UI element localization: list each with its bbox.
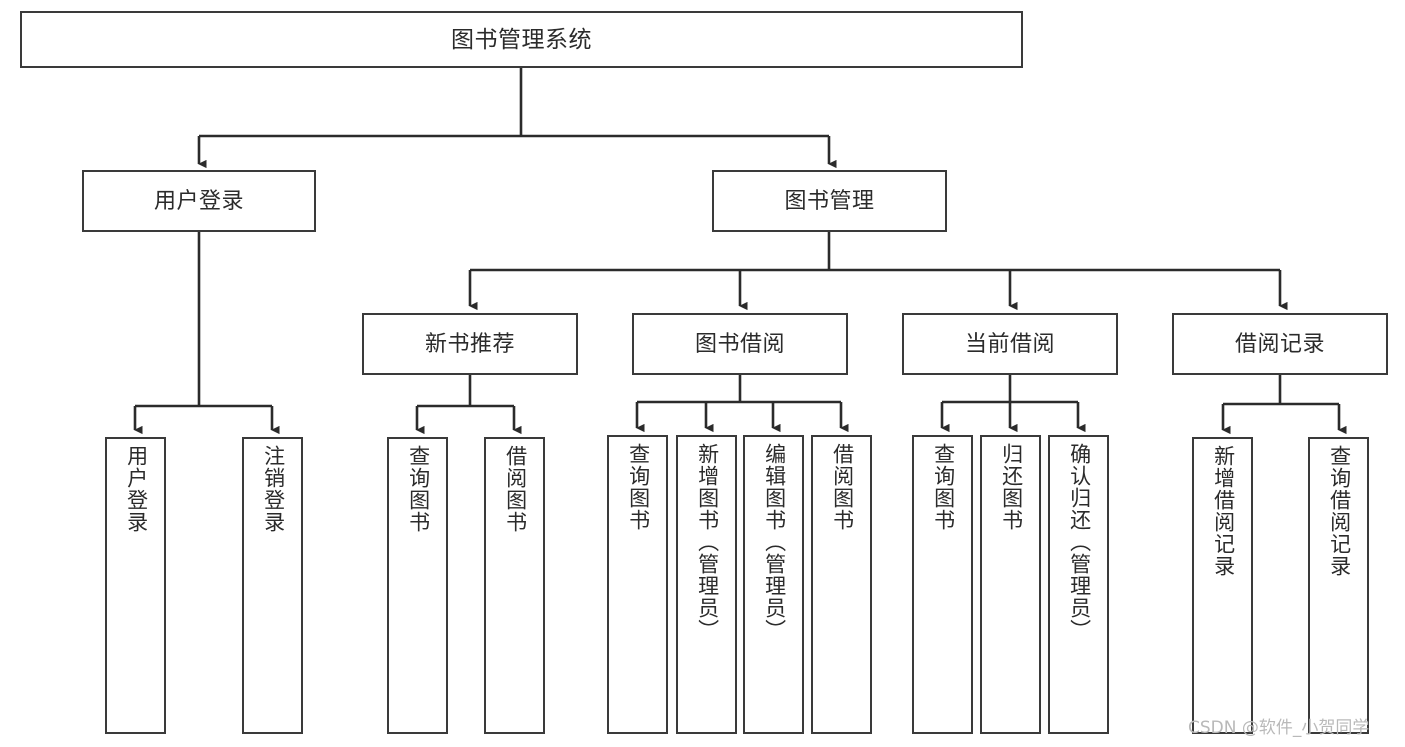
node-label: 用户登录 (153, 187, 244, 213)
node-leaf-edit-book[interactable]: 编辑图书（管理员） (743, 435, 804, 734)
node-leaf-confirm-return[interactable]: 确认归还（管理员） (1048, 435, 1109, 734)
node-root-system[interactable]: 图书管理系统 (20, 11, 1023, 68)
node-label: 新增借阅记录 (1211, 445, 1235, 577)
node-leaf-query-book-2[interactable]: 查询图书 (607, 435, 668, 734)
csdn-watermark: CSDN @软件_小贺同学 (1188, 718, 1370, 738)
node-label: 借阅图书 (503, 445, 527, 533)
node-label: 查询图书 (406, 445, 430, 533)
node-leaf-query-book-1[interactable]: 查询图书 (387, 437, 448, 734)
node-label: 借阅记录 (1234, 330, 1325, 356)
node-label: 新书推荐 (424, 330, 515, 356)
node-leaf-logout[interactable]: 注销登录 (242, 437, 303, 734)
node-leaf-user-login[interactable]: 用户登录 (105, 437, 166, 734)
node-label: 图书借阅 (694, 330, 785, 356)
node-leaf-borrow-book-1[interactable]: 借阅图书 (484, 437, 545, 734)
node-label: 编辑图书（管理员） (762, 443, 786, 641)
node-label: 归还图书 (999, 443, 1023, 531)
node-current-borrow[interactable]: 当前借阅 (902, 313, 1118, 375)
node-label: 借阅图书 (830, 443, 854, 531)
node-user-login[interactable]: 用户登录 (82, 170, 316, 232)
node-book-borrow[interactable]: 图书借阅 (632, 313, 848, 375)
node-leaf-add-book[interactable]: 新增图书（管理员） (676, 435, 737, 734)
node-leaf-add-record[interactable]: 新增借阅记录 (1192, 437, 1253, 734)
node-borrow-record[interactable]: 借阅记录 (1172, 313, 1388, 375)
node-label: 新增图书（管理员） (695, 443, 719, 641)
node-book-manage[interactable]: 图书管理 (712, 170, 947, 232)
node-label: 注销登录 (261, 445, 285, 533)
node-leaf-query-book-3[interactable]: 查询图书 (912, 435, 973, 734)
node-label: 查询图书 (626, 443, 650, 531)
node-new-book-rec[interactable]: 新书推荐 (362, 313, 578, 375)
node-leaf-query-record[interactable]: 查询借阅记录 (1308, 437, 1369, 734)
node-label: 图书管理 (784, 187, 875, 213)
node-leaf-borrow-book-2[interactable]: 借阅图书 (811, 435, 872, 734)
node-label: 查询借阅记录 (1327, 445, 1351, 577)
node-label: 查询图书 (931, 443, 955, 531)
node-label: 图书管理系统 (451, 25, 592, 52)
node-label: 用户登录 (124, 445, 148, 533)
node-leaf-return-book[interactable]: 归还图书 (980, 435, 1041, 734)
node-label: 当前借阅 (964, 330, 1055, 356)
node-label: 确认归还（管理员） (1067, 443, 1091, 641)
